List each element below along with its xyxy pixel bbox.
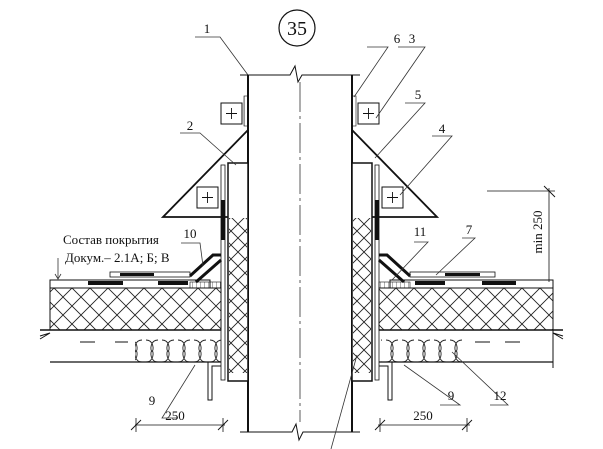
note-document-ref: Докум.– 2.1А; Б; В bbox=[65, 250, 170, 265]
dim-vertical-value: min 250 bbox=[530, 211, 545, 254]
leader-3 bbox=[375, 46, 426, 119]
roof-left-fillet-membrane bbox=[188, 253, 221, 278]
roof-right-membrane bbox=[389, 279, 554, 289]
bolt-cross-icon bbox=[226, 108, 237, 119]
dimension-left: 250 bbox=[130, 408, 229, 432]
sleeve-left bbox=[220, 162, 249, 382]
callout-5: 5 bbox=[415, 87, 422, 102]
detail-circle bbox=[278, 9, 316, 47]
callout-3: 3 bbox=[409, 31, 416, 46]
membrane-black-strip bbox=[482, 281, 516, 285]
detail-number: 35 bbox=[287, 18, 307, 40]
sleeve-left-insulation bbox=[229, 218, 247, 373]
detail-number-bubble: 35 bbox=[278, 9, 316, 47]
roof-left-angle-support bbox=[207, 362, 221, 401]
callout-7: 7 bbox=[466, 222, 473, 237]
sleeve-left-outer-flange bbox=[220, 164, 226, 381]
dim-left-value: 250 bbox=[165, 408, 185, 423]
leader-2 bbox=[180, 132, 237, 166]
sleeve-right bbox=[351, 162, 380, 382]
leader-5 bbox=[374, 102, 426, 159]
leader-9-right bbox=[403, 364, 462, 406]
sleeve-right-outer-flange bbox=[374, 164, 380, 381]
callout-10: 10 bbox=[184, 226, 197, 241]
clamp-band-right bbox=[351, 95, 357, 127]
roof-right-mineral-wool bbox=[381, 338, 466, 362]
leader-10 bbox=[181, 242, 204, 267]
note-roof-composition: Состав покрытия bbox=[63, 232, 159, 247]
pipe-top-break-line bbox=[240, 64, 360, 84]
roof-left-insulation bbox=[49, 287, 222, 331]
callout-9-right: 9 bbox=[448, 388, 455, 403]
dimension-vertical: min 250 bbox=[487, 185, 556, 282]
callout-2: 2 bbox=[187, 118, 194, 133]
bolt-cross-icon bbox=[363, 108, 374, 119]
roof-left-fillet-board bbox=[189, 281, 222, 289]
callout-4: 4 bbox=[439, 121, 446, 136]
lower-clamp-left bbox=[196, 186, 219, 209]
leader-4 bbox=[399, 135, 453, 196]
callout-12: 12 bbox=[494, 388, 507, 403]
membrane-black-strip bbox=[415, 281, 445, 285]
membrane-black-strip bbox=[158, 281, 188, 285]
leader-6 bbox=[353, 46, 389, 98]
upper-clamp-left bbox=[220, 95, 249, 127]
callout-9-left: 9 bbox=[149, 393, 156, 408]
membrane-black-strip bbox=[445, 273, 480, 276]
callout-11: 11 bbox=[414, 224, 427, 239]
roof-left bbox=[39, 253, 222, 401]
leader-lines bbox=[54, 36, 510, 449]
leader-12 bbox=[451, 351, 510, 406]
clamp-band-left bbox=[243, 95, 249, 127]
dim-right-value: 250 bbox=[413, 408, 433, 423]
roof-right bbox=[378, 253, 564, 401]
roof-left-fillet-membrane-2 bbox=[195, 258, 222, 284]
dim-tick bbox=[543, 185, 556, 198]
membrane-black-strip bbox=[120, 273, 154, 276]
membrane-black-strip bbox=[88, 281, 123, 285]
leader-9-left bbox=[161, 364, 196, 419]
bolt-cross-icon bbox=[387, 192, 398, 203]
leader-axis bbox=[330, 354, 358, 449]
sleeve-right-membrane bbox=[375, 200, 379, 240]
break-mark-right bbox=[552, 332, 564, 340]
dim-tick bbox=[461, 419, 473, 431]
upper-clamp-right bbox=[351, 95, 380, 127]
pipe bbox=[240, 64, 360, 442]
lower-clamp-right bbox=[381, 186, 404, 209]
pipe-bottom-break-line bbox=[240, 422, 360, 442]
roof-right-fillet-board bbox=[378, 281, 411, 289]
dim-tick bbox=[217, 419, 229, 431]
callout-1: 1 bbox=[204, 21, 211, 36]
dimension-right: 250 bbox=[374, 408, 473, 432]
dim-tick bbox=[130, 419, 142, 431]
leader-1 bbox=[195, 36, 249, 76]
dim-tick bbox=[374, 419, 386, 431]
bolt-cross-icon bbox=[202, 192, 213, 203]
callout-6: 6 bbox=[394, 31, 401, 46]
sleeve-left-membrane bbox=[221, 200, 225, 240]
roof-right-insulation bbox=[378, 287, 554, 331]
break-mark-left bbox=[39, 332, 51, 340]
umbrella-right bbox=[351, 129, 440, 218]
roof-left-mineral-wool bbox=[135, 338, 221, 362]
roof-right-fillet-membrane-2 bbox=[378, 258, 405, 284]
leader-7 bbox=[435, 237, 477, 276]
sleeve-right-insulation bbox=[353, 218, 371, 373]
leader-note-arrow bbox=[54, 273, 62, 280]
roof-right-angle-support bbox=[379, 362, 393, 401]
leader-11 bbox=[391, 241, 429, 281]
umbrella-left bbox=[160, 129, 249, 218]
